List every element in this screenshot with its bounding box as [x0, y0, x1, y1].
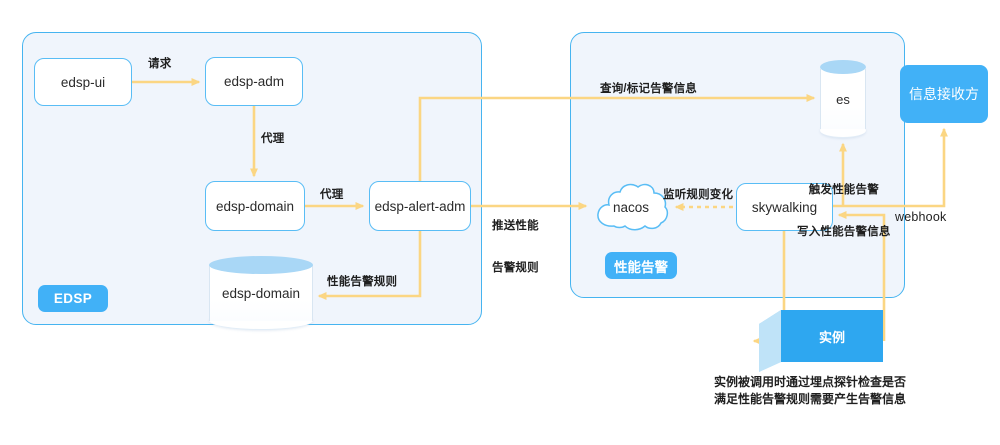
edge-label-listen-rule-change: 监听规则变化 [663, 189, 734, 201]
group-chip-performance-alert: 性能告警 [605, 252, 677, 279]
edge-label-trigger-line2: 写入性能告警信息 [797, 226, 891, 238]
node-nacos-label: nacos [612, 199, 650, 215]
cube-icon [759, 310, 883, 372]
edge-label-trigger-line1: 触发性能告警 [808, 184, 879, 196]
edge-label-query-mark-alert: 查询/标记告警信息 [600, 83, 697, 95]
node-edsp-ui[interactable]: edsp-ui [34, 58, 132, 106]
group-chip-edsp: EDSP [38, 285, 108, 312]
cylinder-body-icon [209, 265, 313, 321]
edge-label-push-rule-line2: 告警规则 [492, 262, 539, 274]
node-edsp-adm[interactable]: edsp-adm [205, 57, 303, 106]
node-instance-label: 实例 [818, 329, 845, 345]
database-edsp-domain[interactable]: edsp-domain [209, 256, 313, 330]
group-chip-edsp-label: EDSP [53, 291, 93, 306]
node-edsp-adm-label: edsp-adm [223, 74, 285, 89]
database-edsp-domain-label: edsp-domain [221, 285, 301, 301]
cylinder-top-icon [209, 256, 313, 274]
node-edsp-alert-adm-label: edsp-alert-adm [374, 198, 466, 214]
edge-label-proxy-adm-domain: 代理 [261, 133, 285, 145]
group-chip-performance-alert-label: 性能告警 [614, 259, 668, 275]
cylinder-top-icon [820, 60, 866, 74]
node-skywalking[interactable]: skywalking [736, 183, 833, 231]
node-edsp-domain-label: edsp-domain [215, 198, 295, 214]
node-message-receiver-label: 信息接收方 [909, 86, 979, 102]
node-edsp-ui-label: edsp-ui [60, 74, 106, 90]
database-es-label: es [836, 91, 850, 107]
edge-label-push-rule: 推送性能 告警规则 [492, 191, 539, 303]
edge-label-webhook: webhook [895, 210, 947, 224]
edge-label-perf-alert-rule: 性能告警规则 [327, 276, 398, 288]
edge-label-push-rule-line1: 推送性能 [492, 220, 539, 232]
database-es[interactable]: es [820, 60, 866, 138]
edge-label-proxy-domain-alert: 代理 [320, 189, 344, 201]
edge-label-trigger-write: 触发性能告警 写入性能告警信息 [797, 155, 891, 267]
node-edsp-domain[interactable]: edsp-domain [205, 181, 305, 231]
instance-caption: 实例被调用时通过埋点探针检查是否 满足性能告警规则需要产生告警信息 [714, 375, 907, 406]
node-message-receiver[interactable]: 信息接收方 [900, 65, 988, 123]
node-instance[interactable]: 实例 [759, 310, 883, 372]
node-nacos[interactable]: nacos [592, 178, 670, 236]
cylinder-body-icon [820, 69, 866, 129]
node-skywalking-label: skywalking [751, 199, 818, 215]
node-edsp-alert-adm[interactable]: edsp-alert-adm [369, 181, 471, 231]
cloud-icon [597, 183, 669, 231]
edge-label-request: 请求 [148, 58, 172, 70]
